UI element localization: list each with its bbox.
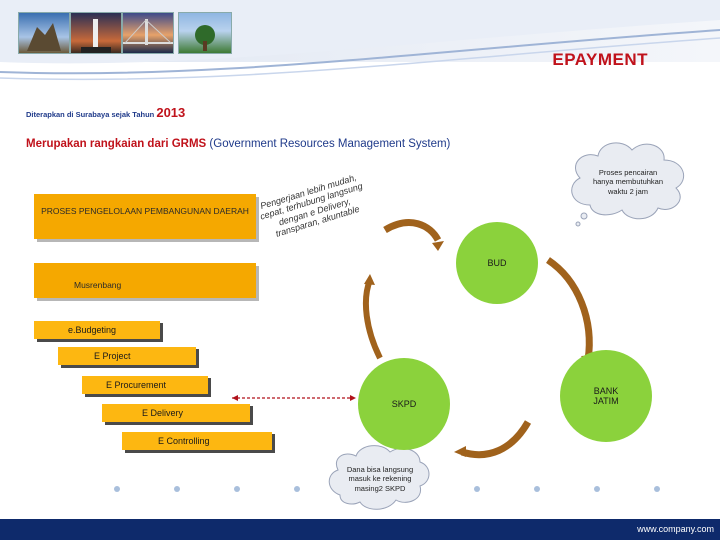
cloud-top-text: Proses pencairan hanya membutuhkan waktu… bbox=[588, 168, 668, 196]
skpd-label: SKPD bbox=[392, 399, 417, 409]
arrow-to-skpd-icon bbox=[462, 422, 528, 455]
decor-dot bbox=[474, 486, 480, 492]
arrow-to-note-icon bbox=[366, 280, 380, 358]
bud-label: BUD bbox=[487, 258, 506, 268]
bank-circle: BANK JATIM bbox=[560, 350, 652, 442]
bank-label: BANK JATIM bbox=[582, 386, 630, 406]
skpd-circle: SKPD bbox=[358, 358, 450, 450]
footer-url: www.company.com bbox=[637, 524, 714, 534]
decor-dot bbox=[234, 486, 240, 492]
footer-bar: www.company.com bbox=[0, 519, 720, 540]
link-arrow-right-icon bbox=[350, 395, 356, 401]
link-arrow-left-icon bbox=[232, 395, 238, 401]
cloud-bottom-text: Dana bisa langsung masuk ke rekening mas… bbox=[338, 465, 422, 493]
decor-dot bbox=[174, 486, 180, 492]
arrow-to-bank-icon bbox=[548, 260, 589, 360]
decor-dot bbox=[534, 486, 540, 492]
decor-dot bbox=[114, 486, 120, 492]
bud-circle: BUD bbox=[456, 222, 538, 304]
arrow-to-bud-icon bbox=[385, 223, 438, 240]
decor-dot bbox=[294, 486, 300, 492]
decor-dot bbox=[594, 486, 600, 492]
decor-dot bbox=[654, 486, 660, 492]
